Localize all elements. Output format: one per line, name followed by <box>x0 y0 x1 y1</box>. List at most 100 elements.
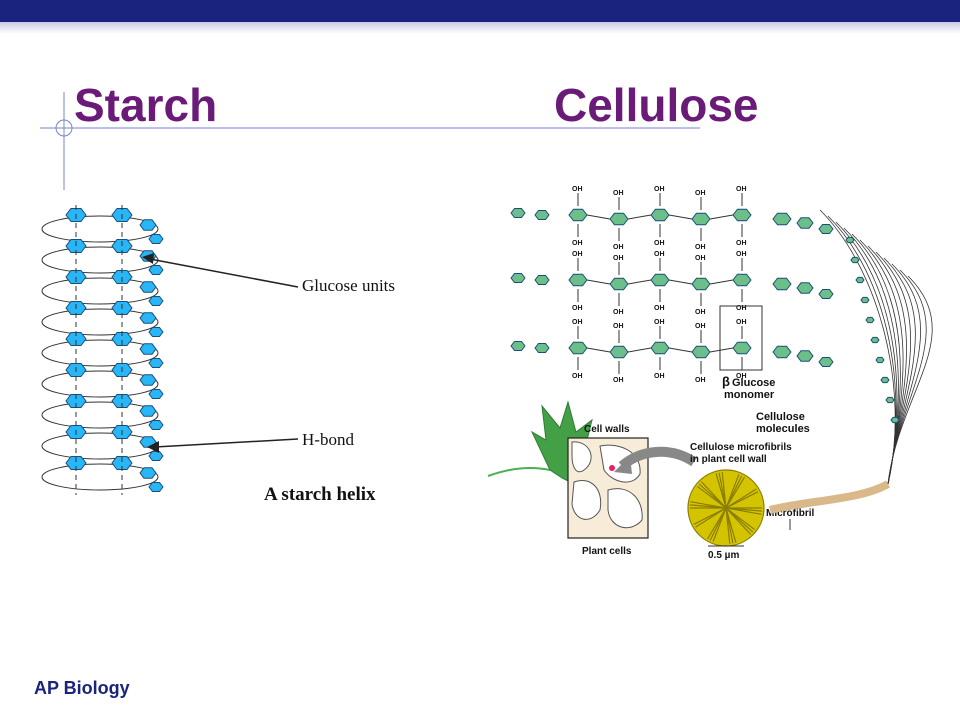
glucose-units-label: Glucose units <box>302 276 395 295</box>
glucose-unit <box>772 345 792 359</box>
oh-label: OH <box>654 319 665 326</box>
glucose-unit <box>534 210 550 220</box>
cellulose-strand <box>827 215 897 485</box>
glucose-unit <box>818 224 834 234</box>
h-bond-label: H-bond <box>302 430 354 449</box>
helix-turn <box>41 432 159 460</box>
oh-label: OH <box>613 309 624 316</box>
glucose-unit <box>111 394 133 408</box>
glucose-unit <box>148 482 164 492</box>
oh-label: OH <box>736 186 747 193</box>
cellulose-strand <box>887 275 933 485</box>
glucose-unit <box>148 358 164 368</box>
oh-label: OH <box>695 377 706 384</box>
glucose-unit <box>65 456 87 470</box>
glucose-unit <box>865 316 875 324</box>
zoom-arrow <box>618 446 697 470</box>
glucose-unit <box>691 212 711 226</box>
oh-label: OH <box>736 240 747 247</box>
glucose-label: Glucose <box>732 377 775 389</box>
glucose-unit <box>139 405 157 417</box>
glucose-unit <box>568 341 588 355</box>
oh-label: OH <box>613 323 624 330</box>
glucose-unit <box>870 336 880 344</box>
glucose-unit <box>139 312 157 324</box>
oh-label: OH <box>695 309 706 316</box>
oh-label: OH <box>654 305 665 312</box>
oh-label: OH <box>654 186 665 193</box>
glucose-unit <box>568 208 588 222</box>
glycosidic-bond <box>627 347 652 353</box>
helix-turn <box>41 277 159 305</box>
glucose-unit <box>855 276 865 284</box>
scale-bar-label: 0.5 µm <box>708 550 739 561</box>
h-bond-pointer <box>147 438 299 453</box>
oh-label: OH <box>695 244 706 251</box>
glucose-unit <box>818 357 834 367</box>
oh-label: OH <box>572 305 583 312</box>
glucose-unit <box>885 396 895 404</box>
glucose-monomer-box <box>719 305 763 371</box>
glycosidic-bond <box>709 214 734 220</box>
starch-helix-diagram: Glucose units H-bond A starch helix <box>41 205 395 505</box>
glucose-unit <box>65 394 87 408</box>
glucose-unit <box>818 289 834 299</box>
glucose-unit <box>850 256 860 264</box>
starch-helix-caption: A starch helix <box>264 484 376 505</box>
cellulose-chains: OHOHOHOHOHOHOHOHOHOHOHOHOHOHOHOHOHOHOHOH… <box>510 186 834 384</box>
glycosidic-bond <box>668 214 693 220</box>
glucose-unit <box>111 332 133 346</box>
glucose-unit <box>65 332 87 346</box>
glucose-unit <box>890 416 900 424</box>
glucose-unit <box>139 343 157 355</box>
oh-label: OH <box>654 251 665 258</box>
microfibril-texture <box>690 472 762 544</box>
glucose-unit <box>860 296 870 304</box>
helix-drawing <box>41 205 164 495</box>
microfibrils-label-2: in plant cell wall <box>690 454 767 465</box>
plant-cells-label: Plant cells <box>582 546 632 557</box>
glucose-unit <box>148 420 164 430</box>
glucose-unit <box>139 281 157 293</box>
helix-turn <box>41 215 159 243</box>
glucose-unit <box>796 282 814 294</box>
cellulose-strand <box>843 227 899 485</box>
oh-label: OH <box>736 319 747 326</box>
oh-label: OH <box>695 190 706 197</box>
microfibril-bundle <box>769 480 890 514</box>
glucose-unit <box>139 219 157 231</box>
glucose-unit <box>609 345 629 359</box>
helix-turn <box>41 308 159 336</box>
oh-label: OH <box>736 305 747 312</box>
oh-label: OH <box>572 373 583 380</box>
oh-label: OH <box>613 190 624 197</box>
glucose-unit <box>732 273 752 287</box>
glucose-unit <box>609 277 629 291</box>
microfibril-label: Microfibril <box>766 508 815 519</box>
glycosidic-bond <box>709 279 734 285</box>
glucose-unit <box>732 341 752 355</box>
glucose-unit <box>796 217 814 229</box>
glucose-unit <box>510 273 526 283</box>
glycosidic-bond <box>668 347 693 353</box>
oh-label: OH <box>572 240 583 247</box>
glucose-unit <box>650 273 670 287</box>
helix-turn <box>41 401 159 429</box>
footer-ap-biology: AP Biology <box>34 678 130 698</box>
glucose-unit <box>148 327 164 337</box>
cellulose-strand <box>819 209 896 485</box>
glucose-unit <box>534 343 550 353</box>
helix-turn <box>41 370 159 398</box>
glucose-unit <box>148 265 164 275</box>
beta-symbol: β <box>722 374 730 389</box>
oh-label: OH <box>613 377 624 384</box>
helix-turn <box>41 246 159 274</box>
title-starch: Starch <box>74 79 218 131</box>
glucose-unit <box>691 277 711 291</box>
glucose-unit <box>111 456 133 470</box>
cellulose-strand <box>835 221 898 485</box>
glycosidic-bond <box>627 279 652 285</box>
glucose-unit <box>148 296 164 306</box>
glycosidic-bond <box>586 279 611 285</box>
